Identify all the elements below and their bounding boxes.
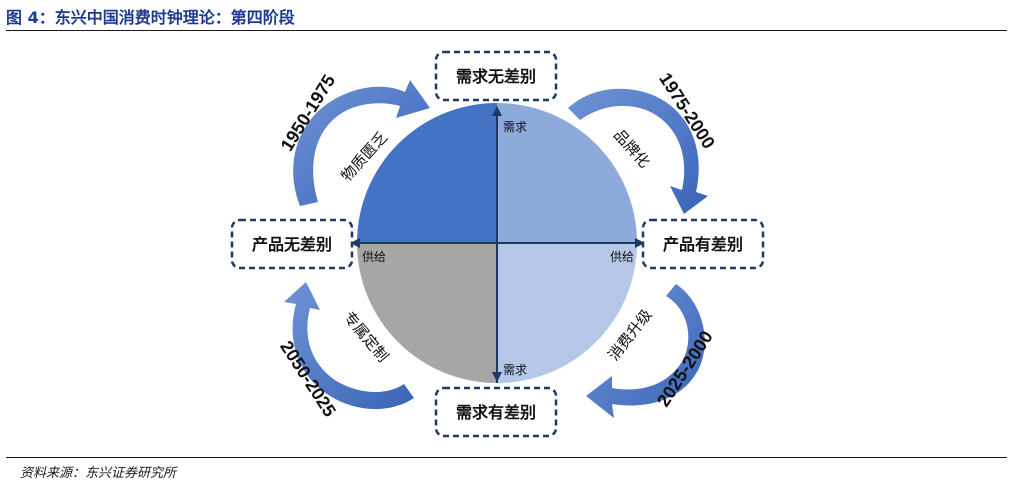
supply-label-left: 供给 <box>362 250 386 264</box>
years-bottom-right: 2025-2000 <box>653 327 717 410</box>
top-rule <box>6 30 1007 31</box>
demand-label-bottom: 需求 <box>503 363 527 377</box>
box-right-label: 产品有差别 <box>663 235 743 254</box>
clock-circle <box>357 103 637 383</box>
quadrant-top-right <box>497 103 637 243</box>
box-left: 产品无差别 <box>230 218 354 270</box>
demand-label-top: 需求 <box>503 120 527 134</box>
bottom-rule <box>6 457 1007 458</box>
box-bottom-label: 需求有差别 <box>456 403 536 422</box>
box-bottom: 需求有差别 <box>434 386 558 438</box>
quadrant-bottom-left <box>357 243 497 383</box>
quadrant-top-left <box>357 103 497 243</box>
figure-title: 图 4：东兴中国消费时钟理论：第四阶段 <box>6 8 295 27</box>
arrow-top-left <box>293 80 430 206</box>
phase-top-right: 品牌化 <box>610 126 653 171</box>
arrow-bottom-right <box>586 284 705 418</box>
source-note: 资料来源：东兴证券研究所 <box>20 466 177 481</box>
arrow-bottom-left <box>284 282 414 410</box>
arrow-top-right <box>568 88 708 214</box>
box-left-label: 产品无差别 <box>252 235 332 254</box>
box-top: 需求无差别 <box>434 50 558 102</box>
quadrant-bottom-right <box>497 243 637 383</box>
supply-label-right: 供给 <box>610 250 634 264</box>
box-top-label: 需求无差别 <box>456 67 536 86</box>
box-right: 产品有差别 <box>641 218 765 270</box>
